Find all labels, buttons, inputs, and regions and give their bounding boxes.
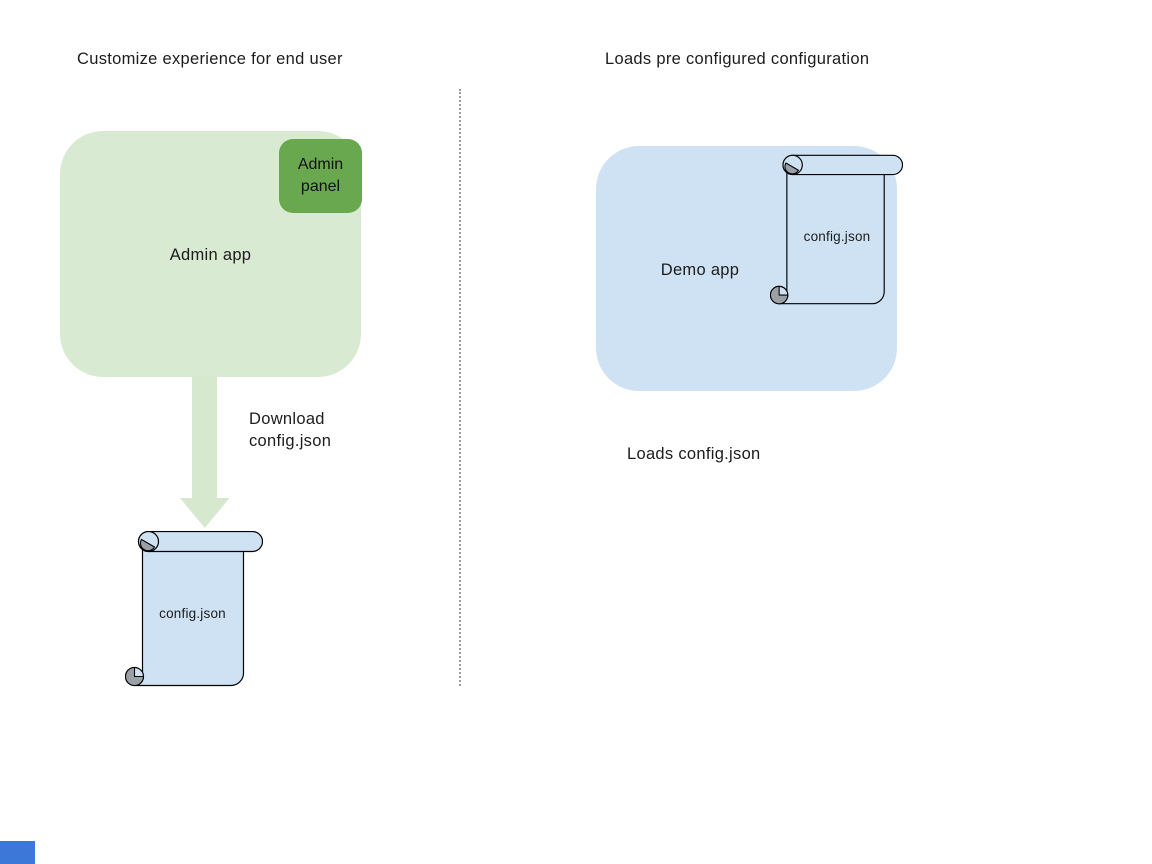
- demo-app-label: Demo app: [660, 261, 740, 279]
- right-section-title: Loads pre configured configuration: [605, 50, 870, 68]
- section-divider: [459, 89, 461, 686]
- config-scroll-icon: [125, 531, 263, 687]
- admin-app-label: Admin app: [169, 246, 252, 264]
- download-caption: Download config.json: [249, 410, 332, 450]
- loads-config-caption: Loads config.json: [627, 445, 761, 463]
- admin-panel-label: Admin panel: [297, 156, 344, 195]
- left-section-title: Customize experience for end user: [77, 50, 343, 68]
- corner-partial-shape: [0, 841, 35, 864]
- config-scroll-icon: [770, 154, 903, 305]
- download-arrow-icon: [180, 377, 230, 528]
- admin-panel-box: Admin panel: [279, 139, 362, 213]
- right-config-file-label: config.json: [803, 229, 871, 244]
- left-config-file-label: config.json: [159, 606, 226, 621]
